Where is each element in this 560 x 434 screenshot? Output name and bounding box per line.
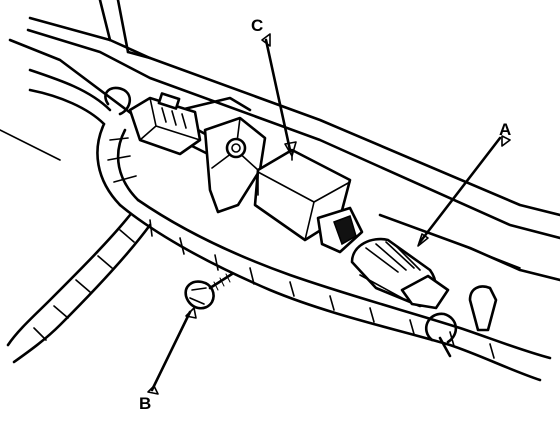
harness-connector-a <box>350 237 450 310</box>
callout-label-c: C <box>251 16 264 35</box>
sensor-mounting-bracket <box>203 116 267 214</box>
callout-leaders <box>147 33 511 395</box>
sensor-unit-c <box>253 148 364 254</box>
body-panel <box>0 0 560 282</box>
callout-label-b: B <box>139 394 152 413</box>
mounting-bolt-b <box>184 272 234 310</box>
callout-label-a: A <box>499 120 512 139</box>
harness-connector-left <box>128 92 202 156</box>
wiring-harness <box>6 68 552 382</box>
